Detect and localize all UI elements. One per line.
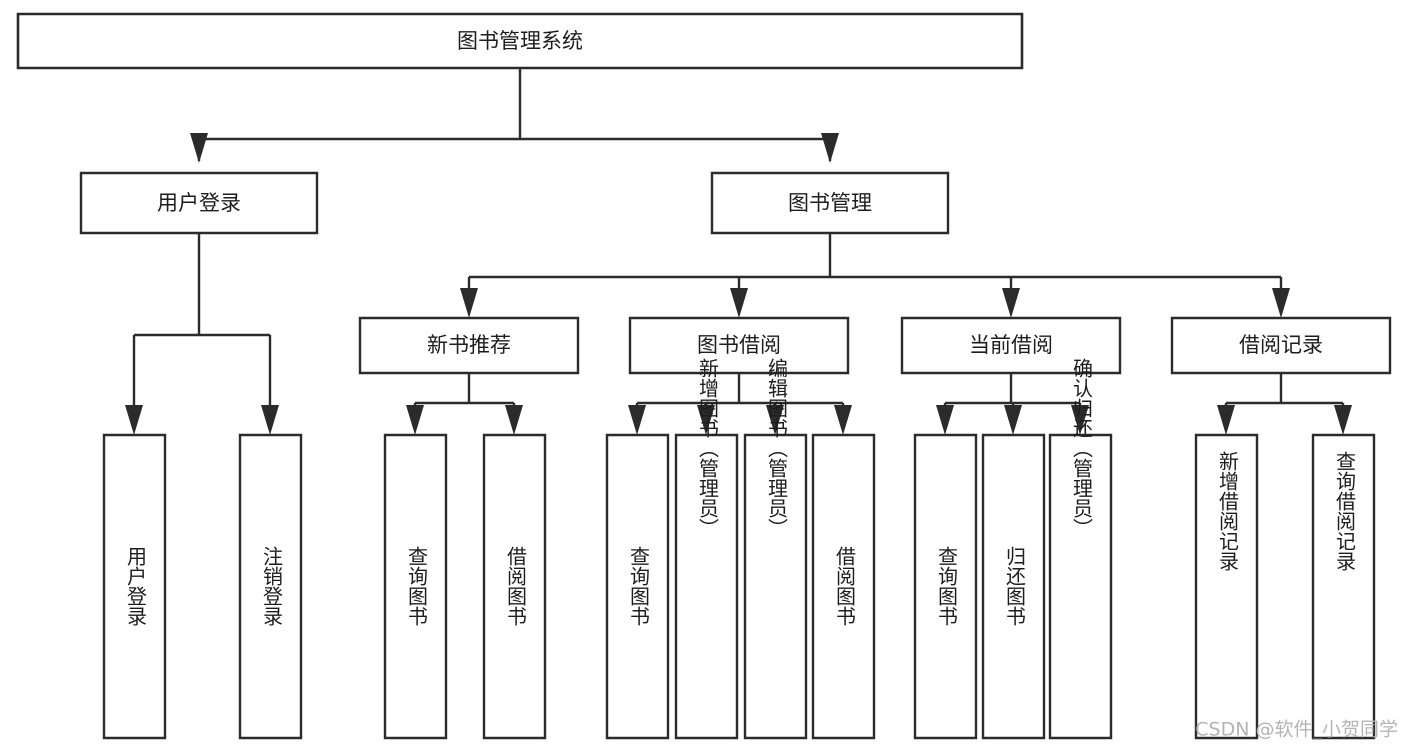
node-book-borrow-label: 图书借阅 [697, 333, 781, 357]
leaf-query-book-3-box[interactable] [915, 435, 976, 738]
leaf-return-book[interactable]: 归还图书 [983, 435, 1044, 738]
arrowhead-icon [936, 405, 954, 435]
leaf-borrow-book-1-box[interactable] [484, 435, 545, 738]
leaf-add-record-label: 新增借阅记录 [1216, 451, 1240, 571]
leaf-add-record[interactable]: 新增借阅记录 [1196, 435, 1257, 738]
arrowhead-icon [834, 405, 852, 435]
node-book-borrow-box[interactable] [630, 318, 848, 373]
node-book-borrow[interactable]: 图书借阅 [630, 318, 848, 373]
leaf-user-login-box[interactable] [104, 435, 165, 738]
node-borrow-record-label: 借阅记录 [1239, 333, 1323, 357]
arrowhead-icon [460, 288, 478, 318]
node-root-label: 图书管理系统 [457, 29, 583, 53]
arrowhead-icon [1002, 288, 1020, 318]
leaf-logout[interactable]: 注销登录 [240, 435, 301, 738]
arrowhead-icon [1004, 405, 1022, 435]
leaf-borrow-book-2[interactable]: 借阅图书 [813, 435, 874, 738]
arrowhead-icon [1334, 405, 1352, 435]
leaf-query-book-3-label: 查询图书 [935, 546, 959, 626]
leaf-logout-label: 注销登录 [260, 546, 284, 626]
leaf-query-book-2[interactable]: 查询图书 [607, 435, 668, 738]
leaf-query-book-1-box[interactable] [385, 435, 446, 738]
arrowhead-icon [821, 133, 839, 163]
node-user-login[interactable]: 用户登录 [81, 173, 317, 233]
leaf-edit-book-admin-box[interactable] [745, 435, 806, 738]
leaf-query-record-box[interactable] [1313, 435, 1374, 738]
leaf-user-login[interactable]: 用户登录 [104, 435, 165, 738]
leaf-return-book-box[interactable] [983, 435, 1044, 738]
leaf-add-book-admin-box[interactable] [676, 435, 737, 738]
arrowhead-icon [125, 405, 143, 435]
node-user-login-box[interactable] [81, 173, 317, 233]
node-current-borrow[interactable]: 当前借阅 [902, 318, 1120, 373]
leaf-query-book-2-label: 查询图书 [627, 546, 651, 626]
leaf-query-record-label: 查询借阅记录 [1333, 451, 1357, 571]
arrowhead-icon [697, 405, 715, 435]
csdn-watermark: CSDN @软件_小贺同学 [1195, 719, 1398, 741]
arrowhead-icon [628, 405, 646, 435]
arrowhead-icon [190, 133, 208, 163]
node-book-manage-box[interactable] [712, 173, 948, 233]
node-book-manage[interactable]: 图书管理 [712, 173, 948, 233]
arrowhead-icon [505, 405, 523, 435]
node-new-book-rec-box[interactable] [360, 318, 578, 373]
leaf-add-book-admin[interactable]: 新增图书（管理员） [676, 358, 737, 738]
leaf-query-book-1-label: 查询图书 [405, 546, 429, 626]
arrowhead-layer [125, 133, 1352, 435]
leaf-borrow-book-2-label: 借阅图书 [833, 546, 857, 626]
leaf-borrow-book-2-box[interactable] [813, 435, 874, 738]
node-current-borrow-box[interactable] [902, 318, 1120, 373]
leaf-confirm-return-admin-box[interactable] [1050, 435, 1111, 738]
leaf-user-login-label: 用户登录 [124, 546, 148, 626]
leaf-confirm-return-admin-label: 确认归还（管理员） [1070, 358, 1094, 538]
leaf-confirm-return-admin[interactable]: 确认归还（管理员） [1050, 358, 1111, 738]
node-new-book-rec-label: 新书推荐 [427, 333, 511, 357]
leaf-query-book-2-box[interactable] [607, 435, 668, 738]
node-borrow-record-box[interactable] [1172, 318, 1390, 373]
node-borrow-record[interactable]: 借阅记录 [1172, 318, 1390, 373]
node-current-borrow-label: 当前借阅 [969, 333, 1053, 357]
arrowhead-icon [730, 288, 748, 318]
leaf-edit-book-admin-label: 编辑图书（管理员） [765, 358, 789, 538]
arrowhead-icon [261, 405, 279, 435]
leaf-query-book-1[interactable]: 查询图书 [385, 435, 446, 738]
arrowhead-icon [406, 405, 424, 435]
arrowhead-icon [1217, 405, 1235, 435]
node-user-login-label: 用户登录 [157, 191, 241, 215]
arrowhead-icon [1272, 288, 1290, 318]
leaf-add-record-box[interactable] [1196, 435, 1257, 738]
leaf-edit-book-admin[interactable]: 编辑图书（管理员） [745, 358, 806, 738]
node-root-box[interactable] [18, 14, 1022, 68]
node-new-book-rec[interactable]: 新书推荐 [360, 318, 578, 373]
arrowhead-icon [1071, 405, 1089, 435]
arrowhead-icon [766, 405, 784, 435]
leaf-query-book-3[interactable]: 查询图书 [915, 435, 976, 738]
node-root[interactable]: 图书管理系统 [18, 14, 1022, 68]
leaf-borrow-book-1[interactable]: 借阅图书 [484, 435, 545, 738]
leaf-logout-box[interactable] [240, 435, 301, 738]
leaf-query-record[interactable]: 查询借阅记录 [1313, 435, 1374, 738]
leaf-add-book-admin-label: 新增图书（管理员） [696, 358, 720, 538]
leaf-borrow-book-1-label: 借阅图书 [504, 546, 528, 626]
leaf-return-book-label: 归还图书 [1003, 546, 1027, 626]
node-book-manage-label: 图书管理 [788, 191, 872, 215]
